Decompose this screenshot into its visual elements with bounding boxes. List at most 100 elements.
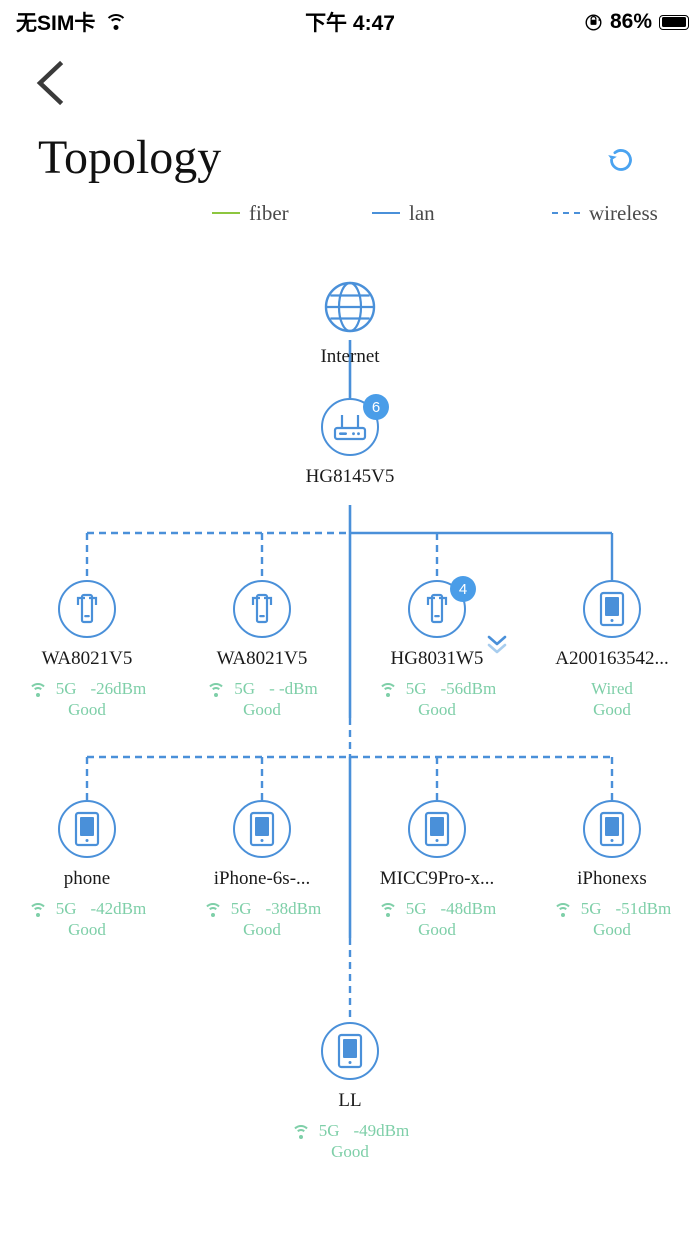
signal-quality: Good bbox=[418, 699, 456, 719]
wifi-signal-icon bbox=[203, 902, 223, 917]
node-status: 5G -38dBm Good bbox=[182, 899, 342, 940]
connection-band: 5G bbox=[55, 679, 77, 698]
node-status: 5G - -dBm Good bbox=[182, 679, 342, 720]
battery-percent-label: 86% bbox=[609, 10, 652, 33]
signal-quality: Good bbox=[243, 699, 281, 719]
node-status: 5G -42dBm Good bbox=[7, 899, 167, 940]
node-status: 5G -48dBm Good bbox=[357, 899, 517, 940]
back-button[interactable] bbox=[28, 56, 76, 110]
device-icon bbox=[424, 811, 450, 847]
device-icon-ring bbox=[583, 580, 641, 638]
wifi-signal-icon bbox=[378, 902, 398, 917]
device-icon bbox=[74, 811, 100, 847]
node-label: A200163542... bbox=[555, 648, 669, 669]
node-internet[interactable]: Internet bbox=[270, 278, 430, 368]
node-label: iPhonexs bbox=[577, 868, 647, 889]
carrier-label: 无SIM卡 bbox=[16, 12, 96, 35]
node-iphonexs[interactable]: iPhonexs 5G -51dBm Good bbox=[532, 800, 692, 940]
device-icon-ring bbox=[321, 1022, 379, 1080]
node-ll[interactable]: LL 5G -49dBm Good bbox=[270, 1022, 430, 1162]
device-count-badge: 4 bbox=[450, 576, 476, 602]
legend-swatch-wireless bbox=[552, 212, 580, 214]
node-micc9pro[interactable]: MICC9Pro-x... 5G -48dBm Good bbox=[357, 800, 517, 940]
wifi-signal-icon bbox=[291, 1124, 311, 1139]
signal-quality: Good bbox=[68, 919, 106, 939]
signal-rssi: - -dBm bbox=[269, 679, 318, 698]
refresh-button[interactable] bbox=[604, 143, 638, 177]
router-icon bbox=[333, 415, 367, 441]
battery-full-icon bbox=[659, 14, 689, 30]
repeater-icon bbox=[426, 593, 448, 624]
legend-item-lan: lan bbox=[372, 201, 435, 226]
connection-band: 5G bbox=[230, 899, 252, 918]
wifi-signal-icon bbox=[553, 902, 573, 917]
globe-icon bbox=[324, 281, 376, 333]
node-status: 5G -56dBm Good bbox=[357, 679, 517, 720]
signal-rssi: -56dBm bbox=[440, 679, 497, 698]
node-phone[interactable]: phone 5G -42dBm Good bbox=[7, 800, 167, 940]
legend-item-wireless: wireless bbox=[552, 201, 658, 226]
node-label: WA8021V5 bbox=[216, 648, 308, 669]
wifi-signal-icon bbox=[28, 682, 48, 697]
repeater-icon-ring bbox=[233, 580, 291, 638]
legend-label-fiber: fiber bbox=[249, 200, 289, 225]
expand-children-button[interactable] bbox=[482, 632, 512, 658]
node-label: phone bbox=[63, 868, 111, 889]
repeater-icon-ring: 4 bbox=[408, 576, 476, 638]
device-icon-ring bbox=[408, 800, 466, 858]
signal-quality: Good bbox=[593, 699, 631, 719]
device-count-badge: 6 bbox=[363, 394, 389, 420]
signal-quality: Good bbox=[68, 699, 106, 719]
node-wa8021v5-a[interactable]: WA8021V5 5G -26dBm Good bbox=[7, 580, 167, 720]
device-icon-ring bbox=[58, 800, 116, 858]
connection-band: 5G bbox=[55, 899, 77, 918]
legend: fiber lan wireless bbox=[0, 198, 700, 228]
signal-rssi: -42dBm bbox=[90, 899, 147, 918]
router-icon-ring: 6 bbox=[321, 394, 389, 456]
legend-item-fiber: fiber bbox=[212, 201, 289, 226]
legend-label-wireless: wireless bbox=[589, 200, 658, 225]
repeater-icon bbox=[251, 593, 273, 624]
node-status: 5G -49dBm Good bbox=[270, 1121, 430, 1162]
device-icon bbox=[249, 811, 275, 847]
status-bar-right: 86% bbox=[584, 10, 689, 34]
node-wa8021v5-b[interactable]: WA8021V5 5G - -dBm Good bbox=[182, 580, 342, 720]
legend-swatch-fiber bbox=[212, 212, 240, 214]
node-hg8145v5[interactable]: 6 HG8145V5 bbox=[270, 394, 430, 488]
node-label: HG8145V5 bbox=[305, 466, 395, 487]
node-hg8031w5[interactable]: 4 HG8031W5 5G -56dBm Good bbox=[357, 576, 517, 720]
signal-rssi: -49dBm bbox=[353, 1121, 410, 1140]
wifi-signal-icon bbox=[28, 902, 48, 917]
signal-rssi: -38dBm bbox=[265, 899, 322, 918]
connection-band: 5G bbox=[580, 899, 602, 918]
device-icon-ring bbox=[583, 800, 641, 858]
status-bar: 无SIM卡 下午 4:47 86% bbox=[0, 0, 700, 44]
legend-swatch-lan bbox=[372, 212, 400, 214]
repeater-icon bbox=[76, 593, 98, 624]
node-status: 5G -51dBm Good bbox=[532, 899, 692, 940]
wifi-icon bbox=[104, 13, 128, 31]
signal-quality: Good bbox=[418, 919, 456, 939]
connection-band: Wired bbox=[591, 679, 633, 698]
device-icon bbox=[337, 1033, 363, 1069]
node-label: Internet bbox=[320, 346, 380, 367]
signal-quality: Good bbox=[593, 919, 631, 939]
signal-rssi: -51dBm bbox=[615, 899, 672, 918]
chevron-left-icon bbox=[36, 60, 64, 106]
connection-band: 5G bbox=[405, 899, 427, 918]
node-status: 5G -26dBm Good bbox=[7, 679, 167, 720]
node-label: WA8021V5 bbox=[41, 648, 133, 669]
signal-quality: Good bbox=[243, 919, 281, 939]
connection-band: 5G bbox=[405, 679, 427, 698]
double-chevron-down-icon bbox=[487, 635, 507, 654]
node-a200163542[interactable]: A200163542... Wired Good bbox=[532, 580, 692, 720]
node-status: Wired Good bbox=[532, 679, 692, 720]
node-iphone-6s[interactable]: iPhone-6s-... 5G -38dBm Good bbox=[182, 800, 342, 940]
node-label: LL bbox=[338, 1090, 362, 1111]
clock-label: 下午 4:47 bbox=[305, 12, 395, 35]
node-label: iPhone-6s-... bbox=[213, 868, 311, 889]
status-bar-left: 无SIM卡 bbox=[16, 7, 128, 37]
repeater-icon-ring bbox=[58, 580, 116, 638]
